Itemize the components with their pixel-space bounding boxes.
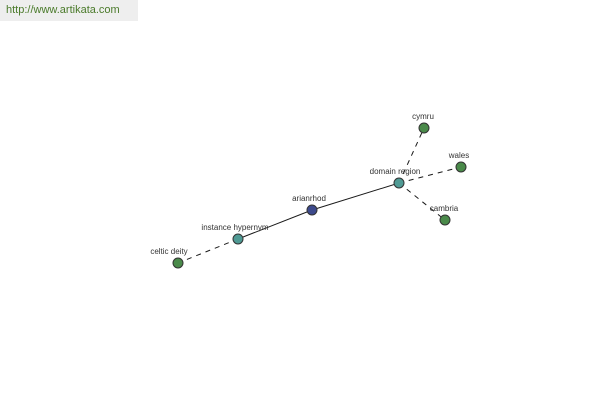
node-arianrhod[interactable] <box>306 204 318 216</box>
node-cambria[interactable] <box>439 214 451 226</box>
edge-domain-region-to-wales <box>398 166 462 184</box>
edge-instance-hypernym-to-celtic-deity <box>177 238 239 264</box>
edge-domain-region-to-cambria <box>398 182 446 221</box>
node-label-instance-hypernym[interactable]: instance hypernym <box>201 223 268 232</box>
node-label-cambria[interactable]: cambria <box>430 204 459 213</box>
edge-domain-region-to-cymru <box>398 127 425 184</box>
node-celtic-deity[interactable] <box>172 257 184 269</box>
node-domain-region[interactable] <box>393 177 405 189</box>
nodes-layer <box>172 122 467 269</box>
edges-layer <box>177 127 462 264</box>
node-label-wales[interactable]: wales <box>448 151 469 160</box>
node-cymru[interactable] <box>418 122 430 134</box>
edge-arianrhod-to-domain-region <box>311 182 400 211</box>
node-label-arianrhod[interactable]: arianrhod <box>292 194 326 203</box>
node-wales[interactable] <box>455 161 467 173</box>
node-label-cymru[interactable]: cymru <box>412 112 434 121</box>
node-label-domain-region[interactable]: domain region <box>370 167 421 176</box>
node-label-celtic-deity[interactable]: celtic deity <box>150 247 187 256</box>
watermark-text: http://www.artikata.com <box>6 4 120 16</box>
node-instance-hypernym[interactable] <box>232 233 244 245</box>
edge-arianrhod-to-instance-hypernym <box>237 209 313 240</box>
labels-layer: arianrhod instance hypernym domain region c… <box>150 112 469 256</box>
watermark-link[interactable]: http://www.artikata.com <box>0 0 138 21</box>
